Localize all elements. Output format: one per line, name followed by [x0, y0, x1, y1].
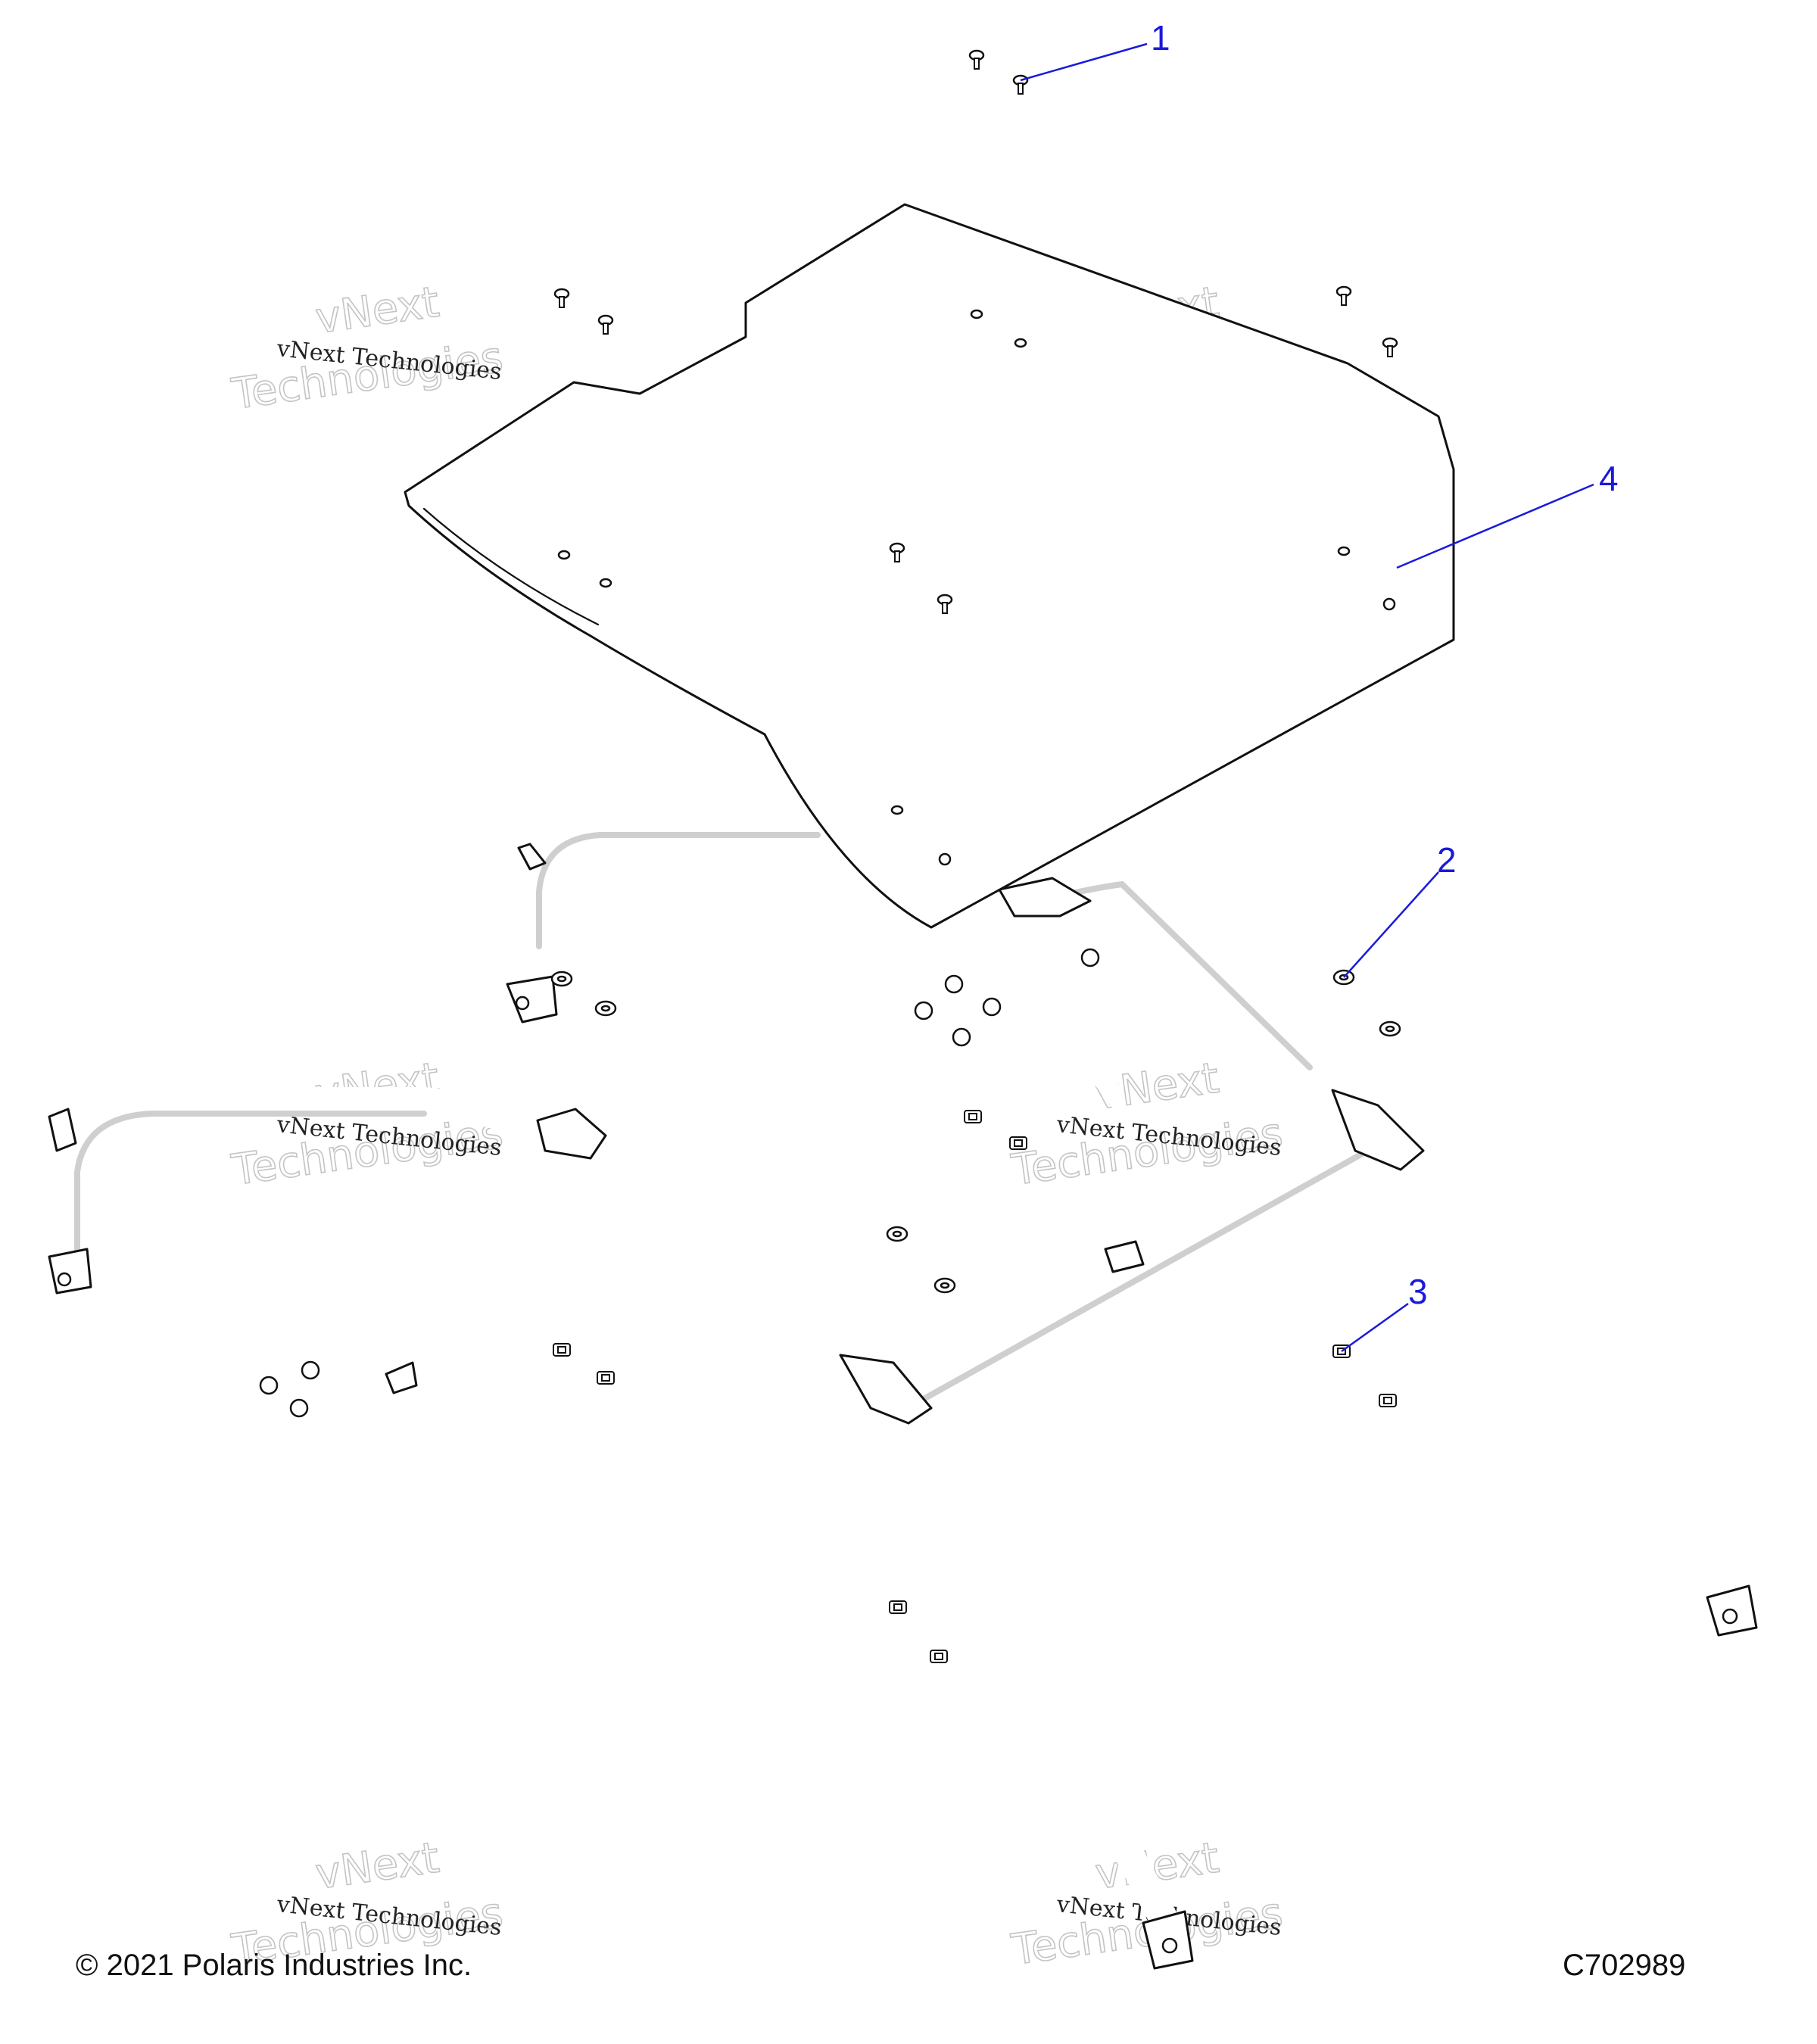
drawing-number: C702989 [1563, 1949, 1686, 1982]
frame-bolt [944, 974, 964, 994]
leader-line-1 [1020, 42, 1148, 82]
frame-bolt [1161, 1937, 1178, 1954]
panel-hole [557, 550, 571, 560]
leader-line-2 [1343, 871, 1439, 978]
callout-label-1: 1 [1151, 18, 1170, 58]
callout-label-2: 2 [1437, 840, 1457, 880]
panel-hole [1337, 546, 1351, 556]
callout-4: 4 [1396, 459, 1619, 569]
panel-hole [1382, 597, 1396, 611]
panel-hole [1014, 338, 1027, 348]
clip-group [553, 1110, 1397, 1663]
upper-bracket [998, 877, 1092, 918]
leg-foot [506, 975, 558, 1024]
mount-tab [1104, 1240, 1145, 1273]
watermark-small: vNext [313, 1834, 442, 1899]
panel-hole [599, 578, 612, 588]
center-bracket [839, 1354, 933, 1425]
roof-panel-edge [422, 507, 600, 626]
frame-bolt [1080, 948, 1100, 967]
callout-label-4: 4 [1599, 459, 1619, 498]
callout-3: 3 [1341, 1272, 1428, 1353]
panel-hole [890, 805, 904, 815]
frame-bolt [515, 996, 530, 1011]
mount-tab [385, 1361, 418, 1394]
frame-bolt [914, 1001, 933, 1020]
panel-hole [970, 309, 983, 319]
leader-line-3 [1341, 1302, 1409, 1353]
frame-bolt [289, 1398, 309, 1418]
mount-tab [48, 1108, 77, 1152]
frame-bolt [952, 1027, 971, 1047]
frame-bolt [982, 997, 1002, 1017]
frame-bolt [301, 1360, 320, 1380]
frame-bolt [1722, 1608, 1738, 1625]
screw-group [553, 49, 1398, 614]
left-bracket [536, 1108, 607, 1160]
callout-label-3: 3 [1408, 1272, 1428, 1311]
leader-line-4 [1396, 483, 1594, 569]
frame-bolt [57, 1272, 72, 1287]
panel-hole [938, 852, 952, 866]
mount-tab [517, 843, 547, 871]
roof-panel-outline [404, 203, 1455, 929]
frame-bolt [259, 1376, 279, 1395]
watermark-small: vNext [313, 278, 442, 344]
roll-cage-frame [48, 807, 1758, 1970]
right-bracket [1331, 1089, 1425, 1171]
copyright-text: © 2021 Polaris Industries Inc. [76, 1949, 472, 1982]
leg-foot [48, 1248, 92, 1295]
roof-panel [404, 203, 1455, 929]
callout-1: 1 [1020, 18, 1170, 82]
washer-group [550, 969, 1401, 1294]
callout-2: 2 [1343, 840, 1457, 978]
